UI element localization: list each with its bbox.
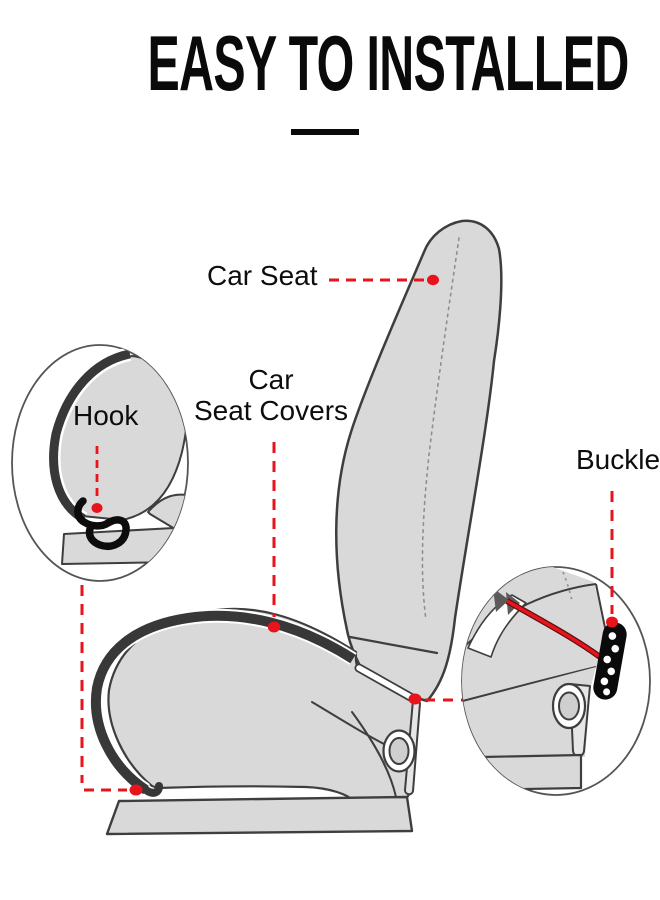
cushion-side-seam (311, 701, 387, 746)
label-seat-covers-line2: Seat Covers (193, 395, 349, 426)
recliner-knob-inner (388, 737, 410, 765)
callout-dot (408, 693, 422, 705)
callout-dot (129, 784, 143, 796)
cushion-front-seam (351, 711, 397, 798)
callout-dot (91, 503, 103, 513)
callout-dot (267, 621, 281, 633)
callout-dot (427, 274, 439, 286)
label-hook: Hook (73, 400, 139, 431)
strap-red (506, 599, 602, 659)
seat-backrest (335, 219, 503, 703)
label-seat-covers-line1: Car (248, 364, 294, 395)
page-title-text: EASY TO INSTALLED (147, 19, 629, 107)
backrest-seam (348, 635, 439, 655)
buckle-inset (461, 491, 651, 796)
callout-dot (606, 616, 618, 628)
buckle-inset-base (468, 753, 583, 792)
strap-clip-icon (493, 588, 520, 615)
label-seat-covers: Car Seat Covers (171, 364, 371, 426)
label-buckle: Buckle (576, 444, 660, 475)
title-underline (291, 129, 359, 135)
hook-icon (74, 497, 130, 550)
strap-white (356, 665, 417, 702)
label-car-seat: Car Seat (207, 260, 318, 291)
callout-lines (80, 274, 463, 796)
hook-inset (11, 344, 189, 582)
buckle-inset-knob-inner (558, 691, 580, 721)
page-title: EASY TO INSTALLED (0, 24, 660, 102)
cover-band-hook-curl (142, 782, 163, 797)
seat-base-rail (105, 795, 414, 836)
hook-inset-cover-band (49, 349, 132, 523)
backrest-stitch-line (421, 237, 460, 621)
buckle-inset-stitch (562, 571, 573, 602)
buckle-icon (593, 622, 627, 700)
buckle-inset-seam-3 (462, 666, 597, 704)
